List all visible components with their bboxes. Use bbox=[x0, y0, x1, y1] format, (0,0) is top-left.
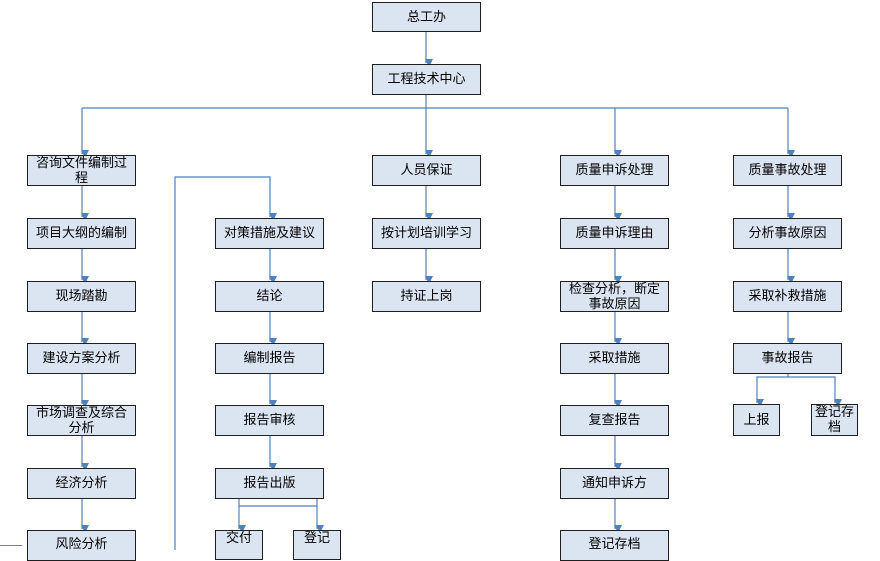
node-market-survey: 市场调查及综合分析 bbox=[27, 405, 136, 436]
node-remedy: 采取补救措施 bbox=[733, 281, 842, 312]
node-notify: 通知申诉方 bbox=[560, 468, 669, 499]
node-take-measures: 采取措施 bbox=[560, 343, 669, 374]
node-report-review: 报告审核 bbox=[215, 405, 324, 436]
page-edge-stub bbox=[0, 545, 22, 546]
node-register-left: 登记 bbox=[293, 530, 341, 560]
node-economic-analysis: 经济分析 bbox=[27, 468, 136, 499]
node-review-report: 复查报告 bbox=[560, 405, 669, 436]
node-complaint-reason: 质量申诉理由 bbox=[560, 218, 669, 249]
node-eng-center: 工程技术中心 bbox=[372, 64, 481, 95]
node-top-office: 总工办 bbox=[372, 2, 481, 32]
node-measures: 对策措施及建议 bbox=[215, 218, 324, 249]
node-personnel: 人员保证 bbox=[372, 155, 481, 186]
node-accident: 质量事故处理 bbox=[733, 155, 842, 186]
connector-report-up bbox=[756, 374, 789, 407]
node-accident-report: 事故报告 bbox=[733, 343, 842, 374]
node-accident-cause: 分析事故原因 bbox=[733, 218, 842, 249]
node-report-up: 上报 bbox=[733, 404, 780, 436]
node-register-archive: 登记存档 bbox=[560, 530, 669, 561]
node-inspect: 检查分析，断定事故原因 bbox=[560, 281, 669, 312]
node-site-survey: 现场踏勘 bbox=[27, 281, 136, 312]
connector-archive bbox=[788, 376, 842, 407]
node-conclusion: 结论 bbox=[215, 281, 324, 312]
node-project-outline: 项目大纲的编制 bbox=[27, 218, 136, 249]
node-construction-plan: 建设方案分析 bbox=[27, 343, 136, 374]
node-complaint: 质量申诉处理 bbox=[560, 155, 669, 186]
node-deliver: 交付 bbox=[215, 530, 263, 560]
node-compile-report: 编制报告 bbox=[215, 343, 324, 374]
node-training: 按计划培训学习 bbox=[372, 218, 481, 249]
node-report-publish: 报告出版 bbox=[215, 468, 324, 499]
node-certified: 持证上岗 bbox=[372, 281, 481, 312]
node-register-archive-2: 登记存档 bbox=[811, 404, 858, 436]
node-consult-process: 咨询文件编制过程 bbox=[27, 155, 136, 186]
connector-col2-bracket bbox=[174, 176, 277, 550]
node-risk-analysis: 风险分析 bbox=[27, 530, 136, 561]
